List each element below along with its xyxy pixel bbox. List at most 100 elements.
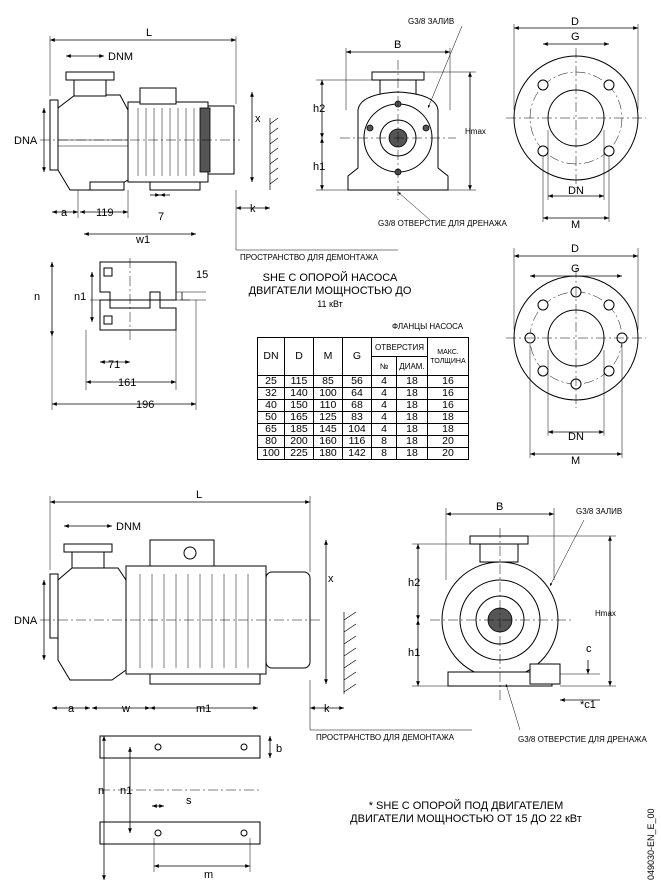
note-fill-top: G3/8 ЗАЛИВ bbox=[408, 17, 454, 26]
dim-s: s bbox=[186, 795, 192, 807]
motor-foot bbox=[149, 181, 201, 191]
cell: 18 bbox=[396, 399, 428, 412]
cell: 50 bbox=[257, 411, 285, 424]
table-title: ФЛАНЦЫ НАСОСА bbox=[392, 322, 464, 331]
dim-c1: *c1 bbox=[580, 699, 596, 711]
bottom-base-plates: n n1 b s m bbox=[98, 735, 282, 881]
cell: 85 bbox=[313, 375, 343, 388]
flange-table: DN D M G ОТВЕРСТИЯ МАКС. ТОЛЩИНА № ДИАМ.… bbox=[257, 337, 469, 460]
cell: 8 bbox=[371, 435, 397, 448]
dim-D-top: D bbox=[571, 16, 579, 28]
cell: 18 bbox=[396, 423, 428, 436]
flange-4-holes: D G DN M bbox=[506, 16, 646, 231]
cell: 104 bbox=[342, 423, 372, 436]
discharge-flange bbox=[65, 71, 115, 81]
th-holes: ОТВЕРСТИЯ bbox=[371, 337, 428, 357]
top-front-view: B h2 h1 Hmax G3/8 ЗАЛИВ G3/8 ОТВЕРСТИЕ Д… bbox=[313, 17, 508, 228]
cell: 18 bbox=[396, 375, 428, 388]
cell: 16 bbox=[427, 399, 469, 412]
note-space-top: ПРОСТРАНСТВО ДЛЯ ДЕМОНТАЖА bbox=[240, 253, 379, 262]
caption-bottom-line1: * SHE С ОПОРОЙ ПОД ДВИГАТЕЛЕМ bbox=[368, 800, 564, 812]
dim-161: 161 bbox=[118, 377, 136, 389]
dim-h1: h1 bbox=[313, 161, 325, 173]
cell: 20 bbox=[427, 435, 469, 448]
dim-x: x bbox=[255, 113, 261, 125]
cell: 110 bbox=[313, 399, 343, 412]
th-dn: DN bbox=[257, 337, 285, 376]
dim-B: B bbox=[394, 39, 401, 51]
cell: 64 bbox=[342, 387, 372, 400]
dim-DN-top: DN bbox=[568, 185, 584, 197]
cell: 68 bbox=[342, 399, 372, 412]
dim-DNA-bottom: DNA bbox=[14, 615, 38, 627]
dim-G-top: G bbox=[571, 31, 580, 43]
cell: 4 bbox=[371, 387, 397, 400]
dim-n-top: n bbox=[34, 291, 40, 303]
cell: 140 bbox=[284, 387, 314, 400]
dim-w: w bbox=[121, 703, 130, 715]
cell: 125 bbox=[313, 411, 343, 424]
th-g: G bbox=[342, 337, 372, 376]
th-thickness-1: МАКС. bbox=[437, 348, 459, 356]
caption-bottom: * SHE С ОПОРОЙ ПОД ДВИГАТЕЛЕМ ДВИГАТЕЛИ … bbox=[336, 800, 596, 826]
th-m: M bbox=[313, 337, 343, 376]
cell: 116 bbox=[342, 435, 372, 448]
suction-flange bbox=[49, 99, 59, 171]
cell: 18 bbox=[396, 387, 428, 400]
cell: 65 bbox=[257, 423, 285, 436]
caption-top-line3: 11 кВт bbox=[317, 299, 343, 309]
dim-w1: w1 bbox=[135, 234, 150, 246]
cell: 150 bbox=[284, 399, 314, 412]
dim-DNM-bottom: DNM bbox=[116, 521, 141, 533]
dim-M-top: M bbox=[571, 219, 580, 231]
caption-top-line1: SHE С ОПОРОЙ НАСОСА bbox=[262, 272, 398, 284]
cell: 100 bbox=[313, 387, 343, 400]
cell: 40 bbox=[257, 399, 285, 412]
cell: 8 bbox=[371, 447, 397, 460]
caption-bottom-line2: ДВИГАТЕЛИ МОЩНОСТЬЮ ОТ 15 ДО 22 кВт bbox=[350, 813, 582, 825]
cell: 160 bbox=[313, 435, 343, 448]
dim-m: m bbox=[204, 869, 213, 881]
dim-k: k bbox=[250, 203, 256, 215]
cell: 200 bbox=[284, 435, 314, 448]
terminal-box-large bbox=[149, 539, 215, 567]
note-space-bottom: ПРОСТРАНСТВО ДЛЯ ДЕМОНТАЖА bbox=[316, 733, 455, 742]
cell: 165 bbox=[284, 411, 314, 424]
cell: 25 bbox=[257, 375, 285, 388]
cell: 20 bbox=[427, 447, 469, 460]
cell: 16 bbox=[427, 387, 469, 400]
dim-119: 119 bbox=[96, 207, 114, 219]
cell: 100 bbox=[257, 447, 285, 460]
dim-c: c bbox=[586, 643, 592, 655]
cell: 18 bbox=[396, 447, 428, 460]
cell: 115 bbox=[284, 375, 314, 388]
dim-n1-top: n1 bbox=[74, 291, 86, 303]
dim-B-bottom: B bbox=[496, 501, 503, 513]
note-drain-top: G3/8 ОТВЕРСТИЕ ДЛЯ ДРЕНАЖА bbox=[378, 219, 508, 228]
cell: 4 bbox=[371, 411, 397, 424]
th-d: D bbox=[284, 337, 314, 376]
dim-h2: h2 bbox=[313, 103, 325, 115]
flange-8-holes: D G DN M bbox=[506, 243, 646, 467]
dim-b: b bbox=[276, 743, 282, 755]
th-diam: ДИАМ. bbox=[396, 356, 428, 376]
dim-D-mid: D bbox=[571, 243, 579, 255]
cell: 185 bbox=[284, 423, 314, 436]
dim-x-bottom: x bbox=[328, 573, 334, 585]
dim-Hmax-bottom: Hmax bbox=[595, 609, 616, 618]
dim-a-bottom: a bbox=[68, 703, 75, 715]
cell: 80 bbox=[257, 435, 285, 448]
cell: 4 bbox=[371, 423, 397, 436]
dim-DN-mid: DN bbox=[568, 431, 584, 443]
dim-DNA: DNA bbox=[14, 135, 38, 147]
cell: 56 bbox=[342, 375, 372, 388]
dim-n1-bottom: n1 bbox=[120, 785, 132, 797]
bottom-front-view: B h2 h1 Hmax c *c1 G3/8 ЗАЛИВ G3/8 ОТВЕР… bbox=[408, 501, 648, 744]
cell: 18 bbox=[427, 423, 469, 436]
